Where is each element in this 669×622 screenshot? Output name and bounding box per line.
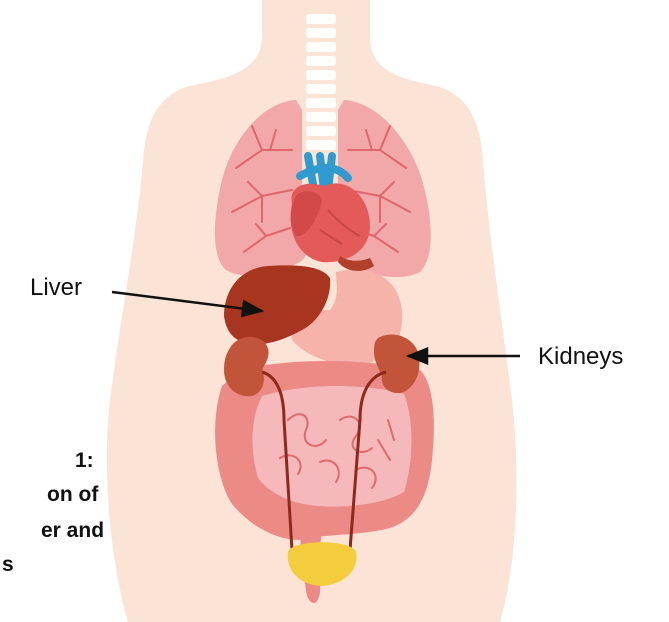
figure-caption-line-1: 1: [75, 447, 94, 475]
liver-label: Liver [30, 274, 82, 302]
kidneys-label: Kidneys [538, 343, 623, 371]
figure-caption-line-2: on of [47, 481, 98, 509]
figure-caption-line-4: s [2, 551, 14, 579]
small-intestine [252, 386, 411, 507]
figure-caption-line-3: er and [41, 517, 104, 545]
